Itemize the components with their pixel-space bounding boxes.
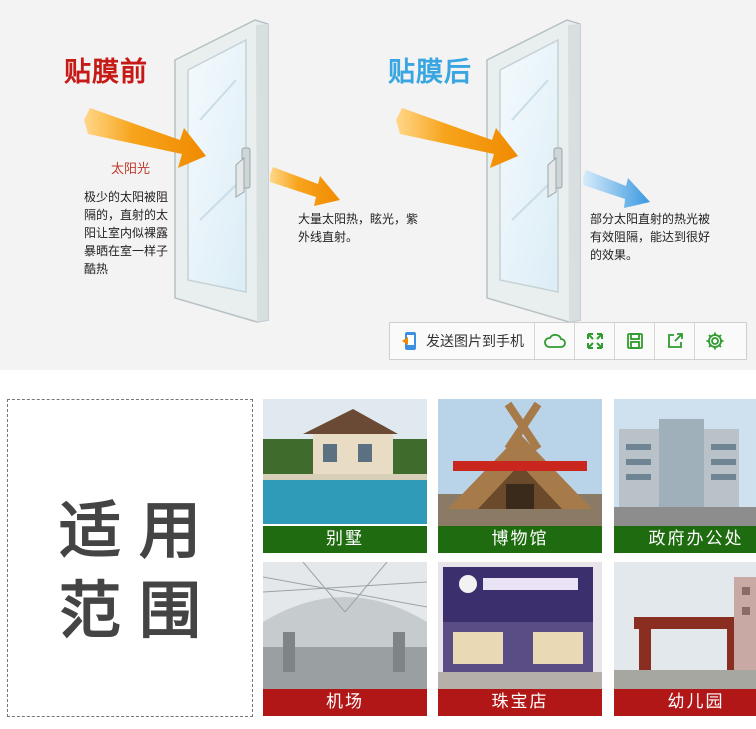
museum-image xyxy=(438,399,602,526)
application-scope-box: 适用 范围 xyxy=(7,399,253,717)
airport-image xyxy=(263,562,427,689)
sun-arrow-out-after xyxy=(583,170,650,208)
scope-title-line1: 适用 xyxy=(58,494,219,567)
tile-airport[interactable]: 机场 xyxy=(263,562,427,716)
settings-button[interactable] xyxy=(695,323,734,359)
tile-caption: 机场 xyxy=(263,689,427,716)
settings-icon xyxy=(706,332,723,350)
scope-title-line2: 范围 xyxy=(58,574,219,647)
sunlight-label: 太阳光 xyxy=(111,162,151,177)
cloud-icon xyxy=(543,333,566,348)
window-before xyxy=(174,19,269,323)
window-after xyxy=(486,19,581,323)
sun-arrow-in-after xyxy=(396,108,518,168)
diagram-panel: 贴膜前 贴膜后 太阳光 极少的太阳被阻隔的，直射的太阳让室内似裸露暴晒在室一样子… xyxy=(0,0,756,370)
phone-icon xyxy=(402,331,418,351)
send-to-phone-label: 发送图片到手机 xyxy=(426,334,524,350)
before-output-description: 大量太阳热，眩光，紫外线直射。 xyxy=(298,212,419,244)
villa-image xyxy=(263,399,427,524)
share-icon xyxy=(667,333,683,348)
image-toolbar: 发送图片到手机 xyxy=(389,322,747,360)
jewelry-store-image xyxy=(438,562,602,689)
expand-icon xyxy=(586,333,603,349)
kindergarten-image xyxy=(614,562,756,689)
tile-caption: 别墅 xyxy=(263,526,427,553)
after-description: 部分太阳直射的热光被有效阻隔，能达到很好的效果。 xyxy=(590,212,711,262)
save-icon xyxy=(626,333,643,349)
tile-caption: 博物馆 xyxy=(438,526,602,553)
tile-government-office[interactable]: 政府办公处 xyxy=(614,399,756,553)
cloud-button[interactable] xyxy=(535,323,575,359)
after-title: 贴膜后 xyxy=(388,57,472,88)
before-title: 贴膜前 xyxy=(64,57,148,88)
sun-arrow-out-before xyxy=(270,167,340,206)
tile-caption: 政府办公处 xyxy=(614,526,756,553)
before-description: 极少的太阳被阻隔的，直射的太阳让室内似裸露暴晒在室一样子酷热 xyxy=(84,190,169,276)
share-button[interactable] xyxy=(655,323,695,359)
tile-jewelry-store[interactable]: 珠宝店 xyxy=(438,562,602,716)
government-office-image xyxy=(614,399,756,526)
window-film-diagram xyxy=(84,19,650,323)
send-to-phone-button[interactable]: 发送图片到手机 xyxy=(390,323,535,359)
sun-arrow-in-before xyxy=(84,108,206,168)
tile-caption: 幼儿园 xyxy=(614,689,756,716)
tile-museum[interactable]: 博物馆 xyxy=(438,399,602,553)
tile-villa[interactable]: 别墅 xyxy=(263,399,427,553)
tile-kindergarten[interactable]: 幼儿园 xyxy=(614,562,756,716)
fullscreen-button[interactable] xyxy=(575,323,615,359)
save-button[interactable] xyxy=(615,323,655,359)
tile-caption: 珠宝店 xyxy=(438,689,602,716)
